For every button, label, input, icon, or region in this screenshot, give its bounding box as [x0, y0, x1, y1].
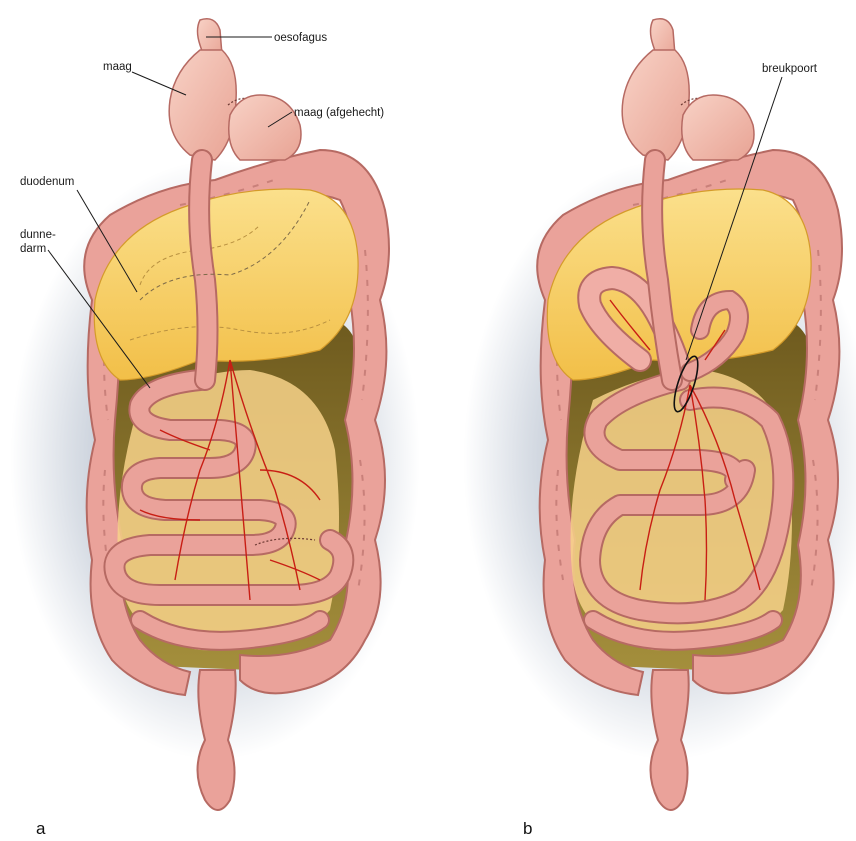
label-oesofagus: oesofagus [274, 32, 327, 44]
panel-letter-a: a [36, 819, 46, 838]
panel-b: breukpoort b [463, 19, 856, 838]
remnant-stomach-b [682, 95, 754, 160]
label-duodenum: duodenum [20, 176, 74, 188]
panel-a: oesofagus maag maag (afgehecht) duodenum… [10, 19, 420, 838]
label-breukpoort: breukpoort [762, 63, 818, 75]
remnant-stomach-a [229, 95, 301, 160]
label-dunnedarm-line1: dunne- [20, 229, 56, 241]
label-dunnedarm-line2: darm [20, 243, 46, 255]
stomach-a [169, 50, 236, 160]
stomach-b [622, 50, 689, 160]
label-maag: maag [103, 61, 132, 73]
roux-limb-fill-a [199, 160, 207, 380]
panel-letter-b: b [523, 819, 532, 838]
label-maag-afgehecht: maag (afgehecht) [294, 107, 384, 119]
